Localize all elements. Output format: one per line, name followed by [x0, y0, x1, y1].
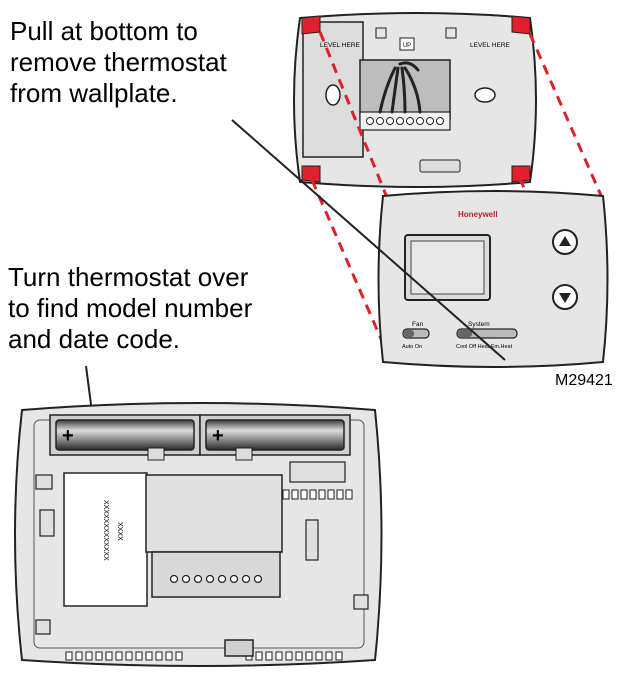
bottom-vents: [65, 651, 343, 661]
wallplate: UP LEVEL HERE LEVEL HERE: [293, 12, 537, 188]
model-label: [63, 472, 148, 607]
bottom-latch: [224, 639, 254, 657]
vent-slots: [282, 489, 353, 500]
caption-line: Turn thermostat over: [8, 262, 249, 292]
system-options: Cool Off Heat Em.Heat: [456, 344, 513, 350]
level-here-left: LEVEL HERE: [320, 42, 361, 49]
caption-model-number: Turn thermostat over to find model numbe…: [8, 262, 328, 355]
caption-line: from wallplate.: [10, 78, 178, 108]
up-label: UP: [403, 43, 411, 49]
down-arrow-icon: [559, 293, 571, 303]
thermostat-back: + + XXXXXXXXXXXXX XXXX: [14, 402, 383, 667]
caption-line: remove thermostat: [10, 47, 227, 77]
date-code-line: XXXXXXXXXXXXX: [102, 500, 109, 561]
thermostat-front: Honeywell Fan Auto On System Cool Off He…: [377, 190, 609, 368]
caption-line: Pull at bottom to: [10, 16, 198, 46]
date-code-line-short: XXXX: [116, 522, 123, 541]
wires: [378, 61, 422, 114]
connector-pins: [169, 574, 263, 584]
level-here-right: LEVEL HERE: [470, 42, 511, 49]
battery-positive-left: +: [62, 425, 74, 447]
pointer-line-pull: [231, 119, 506, 361]
brand-logo: Honeywell: [458, 210, 498, 219]
figure-code: M29421: [555, 372, 613, 389]
fan-label: Fan: [412, 321, 424, 328]
battery-left: [55, 419, 195, 451]
fan-options: Auto On: [402, 344, 422, 350]
battery-right: [205, 419, 345, 451]
up-arrow-icon: [559, 236, 571, 246]
system-label: System: [468, 321, 490, 328]
caption-remove-thermostat: Pull at bottom to remove thermostat from…: [10, 16, 280, 109]
battery-positive-right: +: [212, 425, 224, 447]
caption-line: and date code.: [8, 324, 181, 354]
mounting-slot: [474, 87, 496, 103]
latch-markers: [301, 15, 531, 183]
connector-block: [151, 551, 281, 598]
caption-line: to find model number: [8, 293, 253, 323]
